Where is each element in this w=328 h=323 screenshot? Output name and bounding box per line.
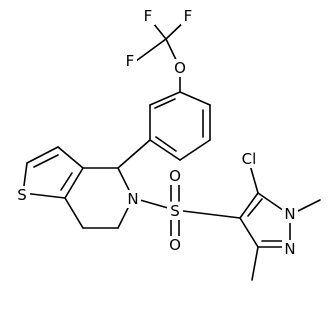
atom-f2-label: F xyxy=(184,7,193,25)
bond-th-dbl-1 xyxy=(33,154,59,168)
bond-c7a-c3a xyxy=(64,167,84,199)
atom-o-sulfonyl-bottom: O xyxy=(167,236,183,254)
bond-ph-6 xyxy=(179,91,211,106)
atom-n-ring-label: N xyxy=(127,190,138,208)
bond-c5-cl xyxy=(249,164,259,194)
bond-ph-4 xyxy=(179,139,211,161)
bond-cf3-f3 xyxy=(135,38,167,62)
atom-o-ether-label: O xyxy=(174,59,186,77)
atom-f3: F xyxy=(123,52,137,70)
atom-o-sulfonyl-top: O xyxy=(167,167,183,185)
atom-f2: F xyxy=(181,7,195,25)
bond-c3-c2 xyxy=(26,146,59,164)
atom-labels: F F F O S N S O xyxy=(14,7,298,258)
atom-n1-pyrazole-label: N xyxy=(284,205,295,223)
atom-f1-label: F xyxy=(144,7,153,25)
bond-c7-c7a xyxy=(64,197,84,229)
atom-f1: F xyxy=(141,7,155,25)
bond-th-dbl-2 xyxy=(60,172,73,191)
bond-ph-dbl-2 xyxy=(155,136,177,152)
atom-s-thiophene-label: S xyxy=(17,186,27,204)
bond-ph-c4 xyxy=(117,139,151,169)
bond-pz-c4-c5 xyxy=(239,192,259,219)
bond-lines xyxy=(22,17,321,281)
atom-n-ring: N xyxy=(125,190,141,208)
bond-c3-me xyxy=(251,246,259,281)
atom-f3-label: F xyxy=(126,52,135,70)
atom-s-sulfonyl-label: S xyxy=(170,202,180,220)
atom-s-sulfonyl: S xyxy=(167,202,183,220)
bond-ph-1 xyxy=(149,91,181,106)
atom-cl: Cl xyxy=(238,150,260,168)
bond-pz-c3-c4 xyxy=(239,217,259,248)
bond-ph-dbl-1 xyxy=(154,98,176,109)
atom-n2-pyrazole: N xyxy=(282,240,298,258)
bond-pz-dbl-1 xyxy=(247,198,263,217)
atom-n2-pyrazole-label: N xyxy=(284,240,295,258)
atom-o-ether: O xyxy=(172,59,188,77)
atom-o-sulfonyl-top-label: O xyxy=(169,167,181,185)
bond-s-pz-c4 xyxy=(174,209,241,219)
atom-s-thiophene: S xyxy=(14,186,30,204)
bond-ph-3 xyxy=(149,139,181,161)
bond-c3a-c3 xyxy=(57,146,84,169)
atom-n1-pyrazole: N xyxy=(282,205,298,223)
atom-cl-label: Cl xyxy=(242,150,257,168)
atom-o-sulfonyl-bottom-label: O xyxy=(169,236,181,254)
